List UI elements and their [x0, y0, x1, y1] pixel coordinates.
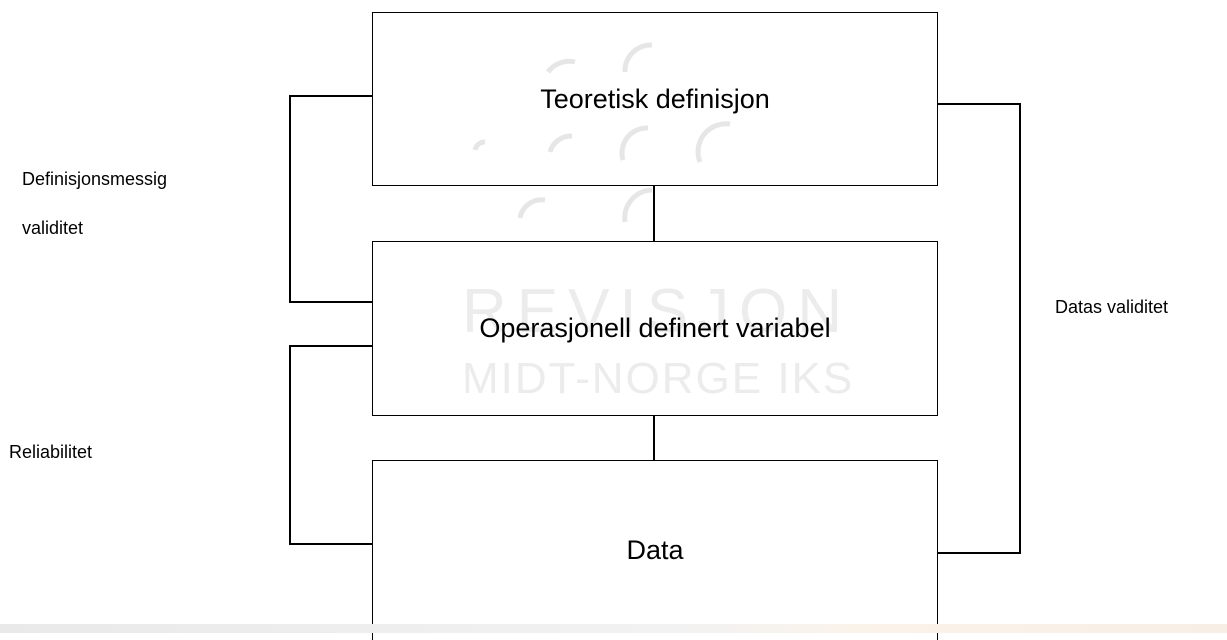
label-data-validity: Datas validitet	[1055, 297, 1169, 317]
watermark-text-midt-norge: MIDT-NORGE IKS	[462, 354, 855, 403]
watermark-text-revisjon: REVISJON	[462, 277, 853, 346]
label-definitional-validity-line2: validitet	[22, 218, 84, 238]
watermark-arc	[517, 197, 546, 219]
box-operational-variable-label: Operasjonell definert variabel	[479, 313, 831, 343]
box-theoretical-definition: Teoretisk definisjon	[372, 12, 938, 186]
label-reliability: Reliabilitet	[9, 442, 93, 462]
watermark-arc	[622, 187, 653, 223]
box-data-label: Data	[626, 535, 684, 565]
bracket-definitional-validity	[289, 95, 372, 303]
watermark-arc	[547, 133, 573, 153]
box-theoretical-definition-label: Teoretisk definisjon	[540, 83, 770, 114]
box-operational-variable: Operasjonell definert variabel	[372, 241, 938, 416]
box-data: Data	[372, 460, 938, 640]
bracket-reliability	[289, 345, 372, 545]
watermark-arc	[545, 58, 576, 74]
watermark-arc	[472, 139, 486, 151]
label-definitional-validity-line1: Definisjonsmessig	[22, 169, 168, 189]
watermark-arc	[695, 121, 731, 163]
watermark-arc	[622, 42, 653, 73]
bracket-data-validity	[938, 103, 1021, 554]
bottom-strip	[0, 624, 1227, 633]
watermark-arc	[619, 125, 649, 161]
